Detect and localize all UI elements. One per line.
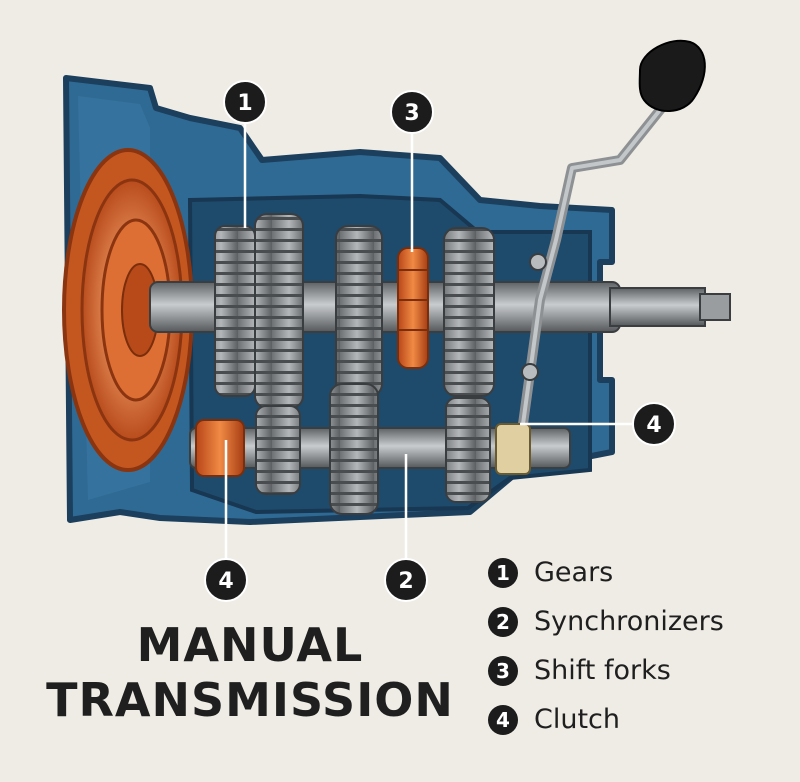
upper-gear-set	[214, 213, 495, 409]
callout-clutch-right: 4	[632, 402, 676, 446]
gear	[329, 383, 379, 515]
legend-label: Clutch	[534, 704, 621, 735]
svg-text:1: 1	[237, 91, 252, 116]
title-line-2: TRANSMISSION	[46, 673, 454, 727]
callout-clutch-left: 4	[204, 558, 248, 602]
legend-number: 3	[488, 655, 518, 686]
clutch-disc	[62, 148, 194, 472]
gear	[445, 397, 491, 503]
svg-text:3: 3	[404, 101, 419, 126]
shift-fork	[495, 423, 531, 475]
clutch-bearing	[195, 419, 245, 477]
gear	[255, 405, 301, 495]
lower-gear-set	[255, 383, 491, 515]
legend: 1 Gears 2 Synchronizers 3 Shift forks 4 …	[488, 548, 724, 744]
shift-knob	[638, 39, 706, 113]
svg-text:4: 4	[218, 569, 233, 594]
legend-label: Gears	[534, 557, 614, 588]
callout-shift-forks: 3	[390, 90, 434, 134]
legend-number: 1	[488, 557, 518, 588]
legend-label: Shift forks	[534, 655, 671, 686]
legend-item-clutch: 4 Clutch	[488, 695, 724, 744]
legend-number: 2	[488, 606, 518, 637]
gear	[335, 225, 383, 397]
callout-synchronizers: 2	[384, 558, 428, 602]
legend-item-synchronizers: 2 Synchronizers	[488, 597, 724, 646]
legend-item-shift-forks: 3 Shift forks	[488, 646, 724, 695]
gear	[254, 213, 304, 409]
callout-gears: 1	[223, 80, 267, 124]
title-line-1: MANUAL	[136, 618, 364, 672]
svg-text:4: 4	[646, 413, 661, 438]
gear	[214, 225, 256, 397]
gear	[443, 227, 495, 397]
legend-number: 4	[488, 704, 518, 735]
shift-lever	[495, 39, 706, 475]
svg-text:2: 2	[398, 569, 413, 594]
legend-label: Synchronizers	[534, 606, 724, 637]
synchronizer-ring	[397, 247, 429, 369]
diagram-title: MANUAL TRANSMISSION	[40, 618, 460, 728]
legend-item-gears: 1 Gears	[488, 548, 724, 597]
